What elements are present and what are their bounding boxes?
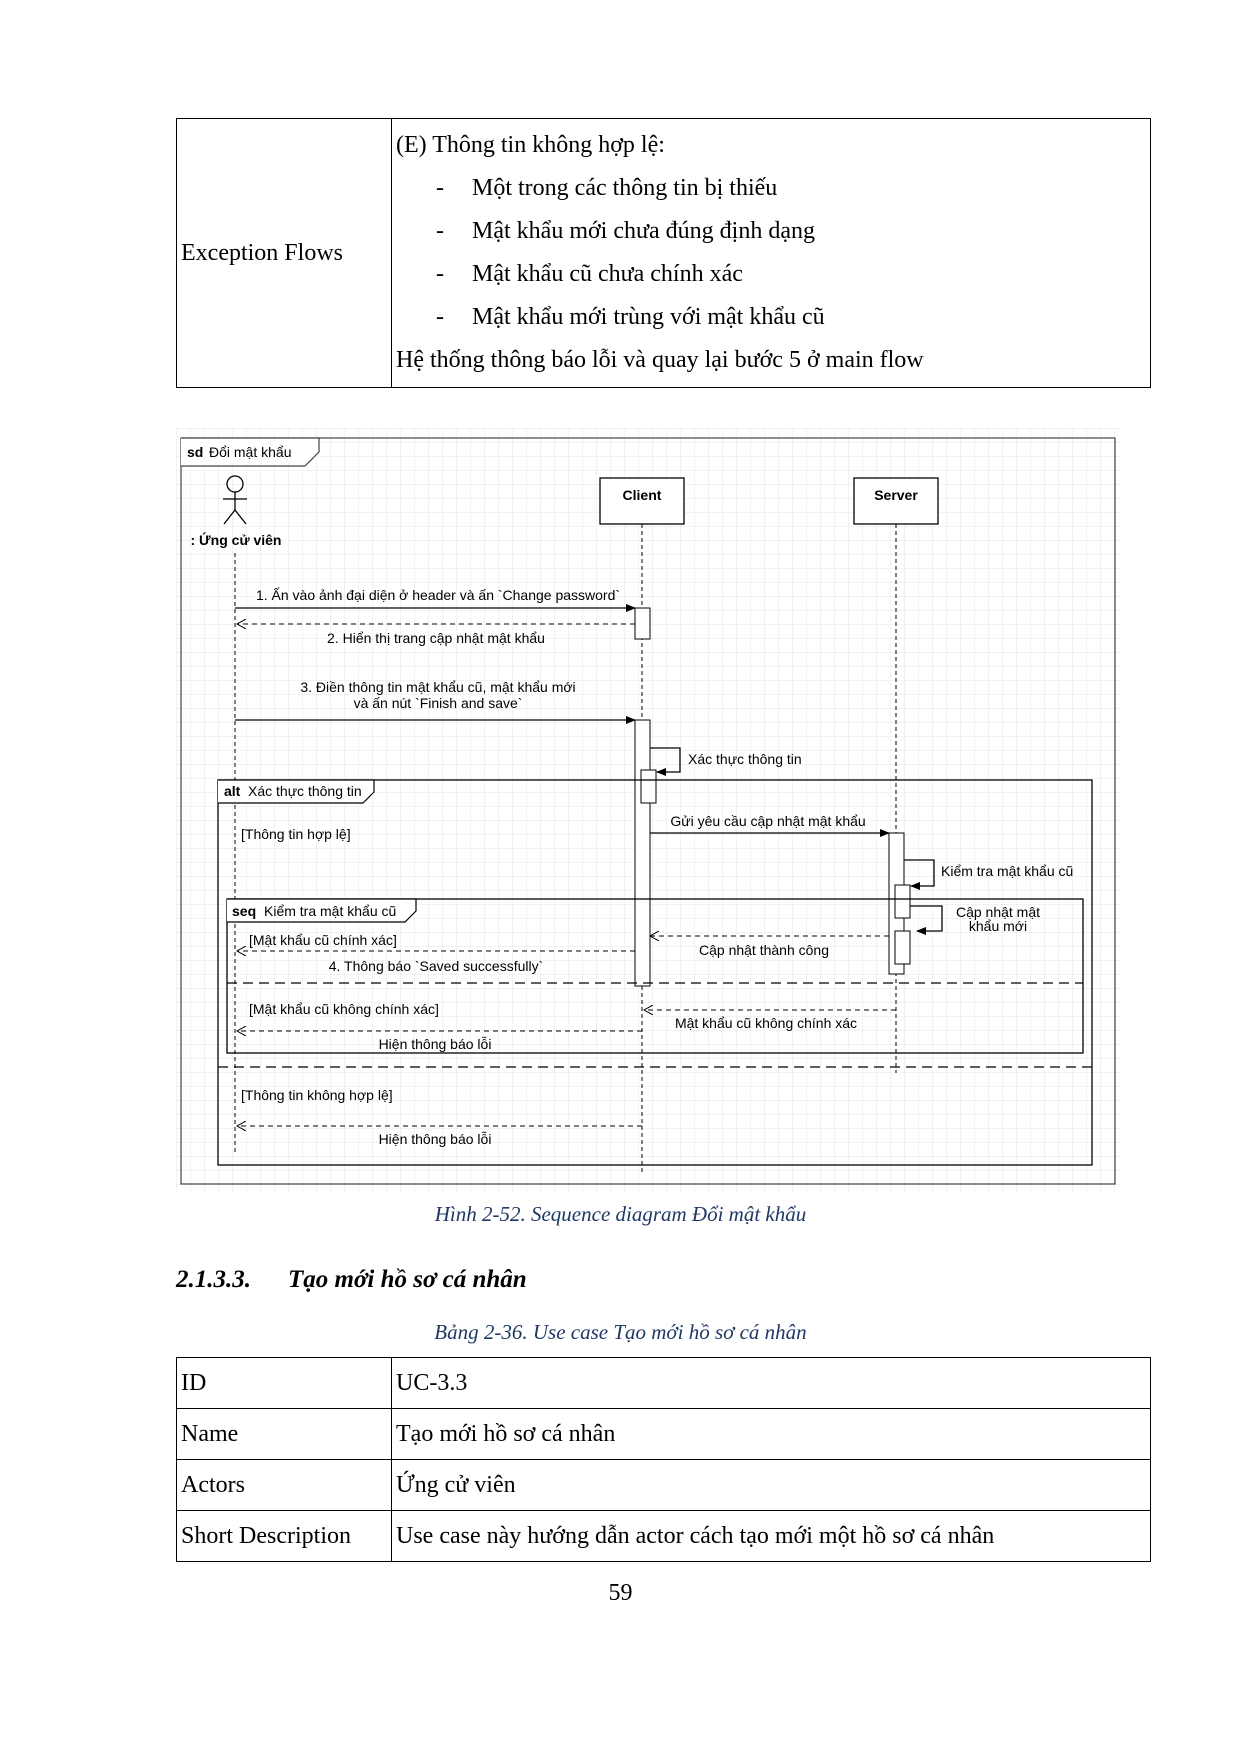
table-row: Short Description Use case này hướng dẫn… <box>176 1510 1151 1562</box>
self-validate-label: Xác thực thông tin <box>688 751 802 767</box>
client-label: Client <box>623 487 662 503</box>
guard-old-incorrect: [Mật khẩu cũ không chính xác] <box>249 1001 439 1017</box>
guard-valid: [Thông tin hợp lệ] <box>241 826 351 842</box>
section-heading: 2.1.3.3. Tạo mới hồ sơ cá nhân <box>176 1266 527 1294</box>
table-row: ID UC-3.3 <box>176 1357 1151 1409</box>
figure-caption: Hình 2-52. Sequence diagram Đổi mật khẩu <box>434 1202 807 1226</box>
section-number: 2.1.3.3. <box>176 1266 251 1293</box>
list-item: -Một trong các thông tin bị thiếu <box>436 175 778 201</box>
server-label: Server <box>874 487 918 503</box>
actor-icon <box>223 475 247 525</box>
server-activation-nested <box>894 884 911 919</box>
show-error-label-2: Hiện thông báo lỗi <box>379 1131 492 1147</box>
list-item: -Mật khẩu mới trùng với mật khẩu cũ <box>436 304 825 330</box>
client-activation <box>634 719 651 987</box>
table-row: Actors Ứng cử viên <box>176 1459 1151 1511</box>
exception-flows-content: (E) Thông tin không hợp lệ: -Một trong c… <box>391 118 1151 388</box>
alt-fragment-tab <box>218 779 375 804</box>
sequence-diagram: sd Đổi mật khẩu : Ứng cử viên Client Ser… <box>176 428 1120 1194</box>
message-2-label: 2. Hiển thị trang cập nhật mật khẩu <box>327 630 545 646</box>
exception-flows-label: Exception Flows <box>176 118 392 388</box>
exception-closing: Hệ thống thông báo lỗi và quay lại bước … <box>396 347 924 373</box>
self-message-check-old <box>904 859 935 890</box>
table-cell-label: Actors <box>176 1459 392 1511</box>
seq-fragment <box>226 898 1084 1054</box>
self-update-label-line2: khẩu mới <box>969 918 1027 934</box>
sd-frame <box>180 437 1116 1185</box>
page-number: 59 <box>608 1580 633 1606</box>
client-activation <box>634 607 651 640</box>
alt-title: Xác thực thông tin <box>248 783 362 799</box>
self-message-validate <box>650 747 681 776</box>
alt-keyword: alt <box>224 783 241 799</box>
self-message-update <box>910 905 943 935</box>
server-activation-nested <box>894 930 911 965</box>
usecase-table: ID UC-3.3 Name Tạo mới hồ sơ cá nhân Act… <box>176 1357 1151 1562</box>
message-3-label-line1: 3. Điền thông tin mật khẩu cũ, mật khẩu … <box>300 679 575 695</box>
update-success-label: Cập nhật thành công <box>699 942 829 958</box>
seq-fragment-tab <box>227 898 417 923</box>
table-cell-label: ID <box>176 1357 392 1409</box>
table-row: Name Tạo mới hồ sơ cá nhân <box>176 1408 1151 1460</box>
message-1-label: 1. Ấn vào ảnh đại diện ở header và ấn `C… <box>256 587 620 603</box>
client-activation-nested <box>640 769 657 804</box>
guard-invalid: [Thông tin không hợp lệ] <box>241 1087 393 1103</box>
guard-old-correct: [Mật khẩu cũ chính xác] <box>249 932 397 948</box>
exception-flows-table: Exception Flows (E) Thông tin không hợp … <box>176 118 1151 388</box>
list-item: -Mật khẩu cũ chưa chính xác <box>436 261 743 287</box>
server-lifeline-head <box>853 477 939 525</box>
alt-fragment <box>217 779 1093 1166</box>
table-cell-value: Use case này hướng dẫn actor cách tạo mớ… <box>391 1510 1151 1562</box>
sd-frame-tab <box>181 437 320 467</box>
exception-heading: (E) Thông tin không hợp lệ: <box>396 132 665 158</box>
table-caption: Bảng 2-36. Use case Tạo mới hồ sơ cá nhâ… <box>434 1320 807 1344</box>
table-cell-label: Name <box>176 1408 392 1460</box>
old-incorrect-label: Mật khẩu cũ không chính xác <box>675 1015 857 1031</box>
seq-title: Kiểm tra mật khẩu cũ <box>264 903 396 919</box>
table-cell-label: Short Description <box>176 1510 392 1562</box>
table-cell-value: UC-3.3 <box>391 1357 1151 1409</box>
send-update-label: Gửi yêu cầu cập nhật mật khẩu <box>670 813 865 829</box>
table-row: Exception Flows (E) Thông tin không hợp … <box>176 118 1151 388</box>
message-4-label: 4. Thông báo `Saved successfully` <box>329 958 544 974</box>
list-item: -Mật khẩu mới chưa đúng định dạng <box>436 218 815 244</box>
seq-keyword: seq <box>232 903 256 919</box>
section-title: Tạo mới hồ sơ cá nhân <box>288 1266 527 1293</box>
sd-title: Đổi mật khẩu <box>209 444 291 460</box>
self-check-old-label: Kiểm tra mật khẩu cũ <box>941 863 1073 879</box>
message-3-label-line2: và ấn nút `Finish and save` <box>354 695 523 711</box>
self-update-label-line1: Cập nhật mật <box>956 904 1040 920</box>
show-error-label: Hiện thông báo lỗi <box>379 1036 492 1052</box>
table-cell-value: Tạo mới hồ sơ cá nhân <box>391 1408 1151 1460</box>
sd-keyword: sd <box>187 444 203 460</box>
actor-label: : Ứng cử viên <box>191 531 282 548</box>
table-cell-value: Ứng cử viên <box>391 1459 1151 1511</box>
